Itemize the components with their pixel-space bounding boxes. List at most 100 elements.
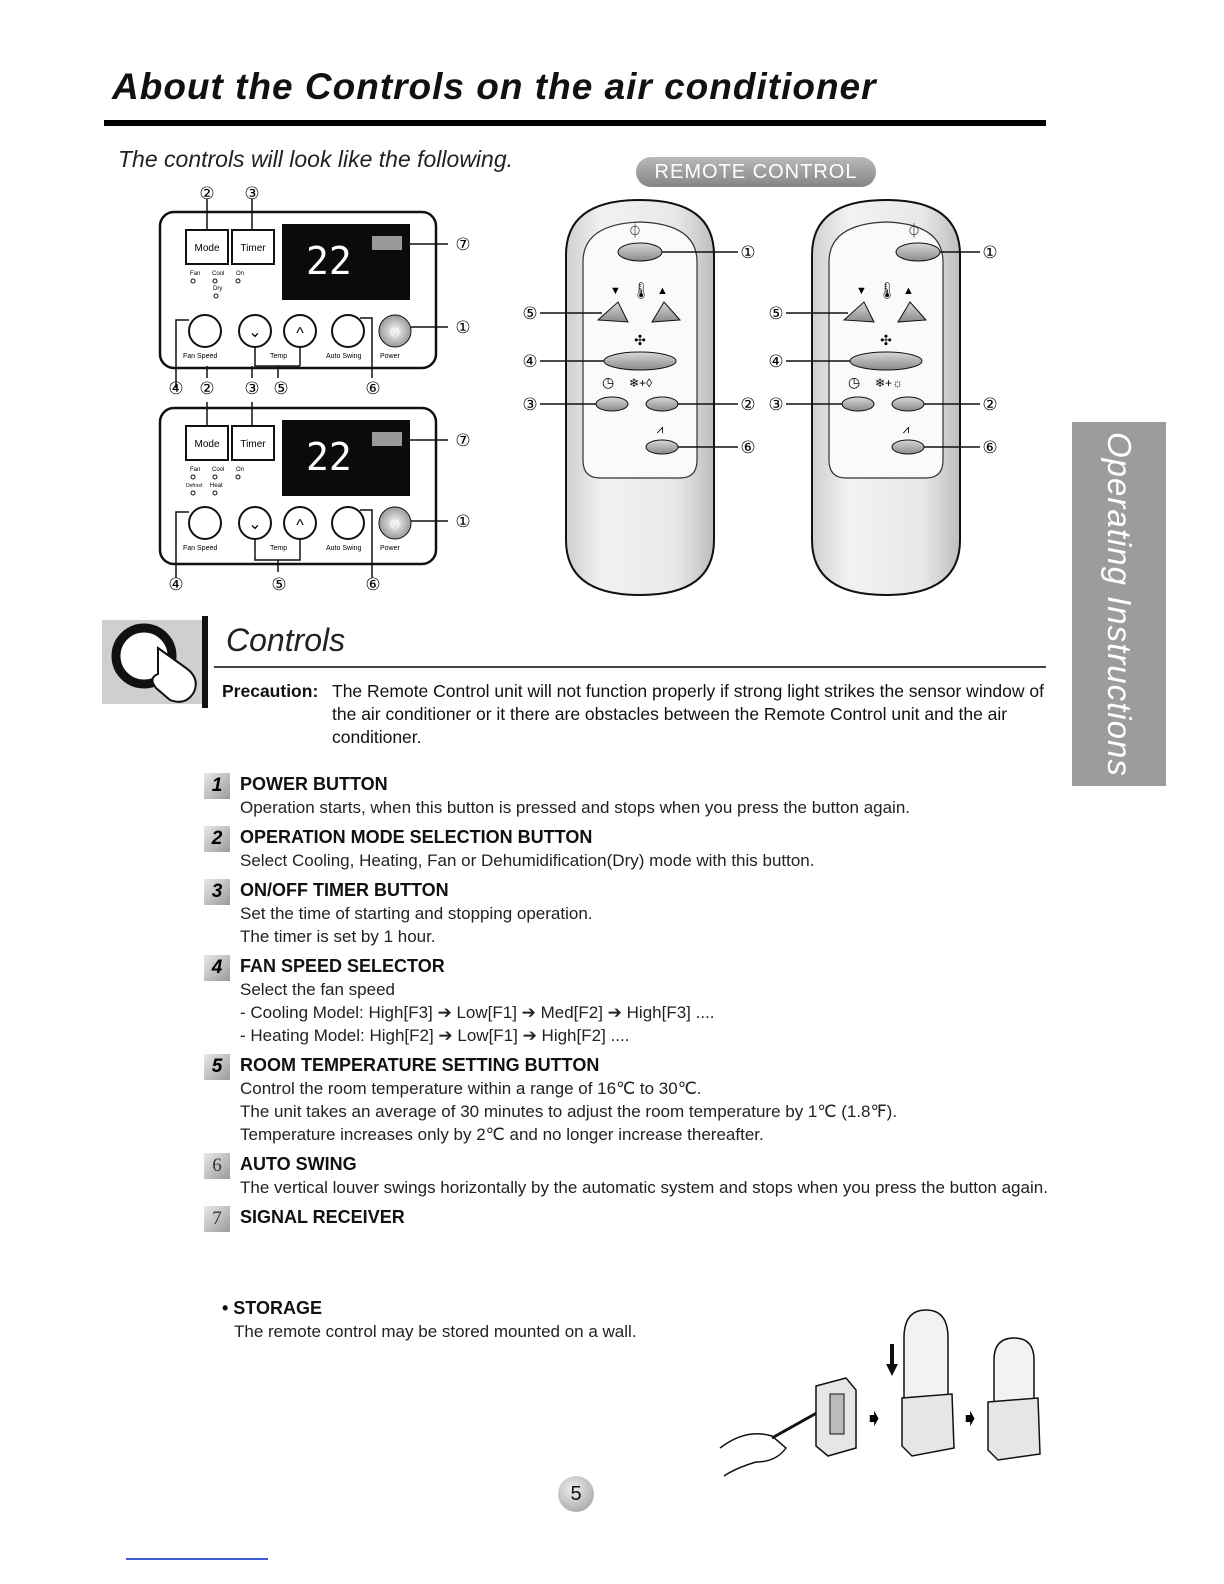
item-number: 6 [204, 1153, 230, 1179]
callout-7b: ⑦ [455, 431, 470, 450]
remote2-fan-button[interactable] [849, 351, 923, 371]
item-text: - Heating Model: High[F2] ➔ Low[F1] ➔ Hi… [240, 1026, 630, 1045]
label-fan-speed-2: Fan Speed [183, 545, 217, 552]
remote2-callout-1: ① [982, 243, 997, 262]
wall-mount-illustration: ➧ ➧ [719, 1309, 1041, 1477]
footer-line [126, 1558, 268, 1560]
svg-text:◷: ◷ [848, 374, 860, 390]
item-signal-receiver: 7 SIGNAL RECEIVER [204, 1205, 1054, 1232]
timer-label-2: Timer [240, 439, 266, 450]
remote1-callout-5: ⑤ [522, 304, 537, 323]
callout-6: ⑥ [365, 379, 380, 398]
remote-timer-button[interactable] [595, 396, 629, 412]
remote1-callout-4: ④ [522, 352, 537, 371]
fan-speed-button[interactable] [188, 314, 222, 348]
remote2-callout-2: ② [982, 395, 997, 414]
controls-heading: Controls [226, 622, 346, 658]
precaution-label: Precaution: [222, 681, 319, 701]
remote2-timer-button[interactable] [841, 396, 875, 412]
panel-cooling: Mode Timer Fan Cool On Dry 22 ⌄ ^ ⏻ Fan … [158, 184, 471, 398]
indicator-fan-2: Fan [190, 467, 200, 473]
controls-hand-icon [102, 616, 208, 708]
storage-text: The remote control may be stored mounted… [234, 1322, 637, 1341]
item-number: 7 [204, 1206, 230, 1232]
item-number: 1 [204, 773, 230, 799]
auto-swing-button[interactable] [331, 314, 365, 348]
remote-temp-up[interactable] [651, 301, 682, 323]
label-temp-2: Temp [270, 545, 287, 552]
callout-2b: ② [199, 379, 214, 398]
indicator-cool: Cool [212, 271, 224, 277]
auto-swing-button-2[interactable] [331, 506, 365, 540]
power-button-2[interactable] [378, 506, 412, 540]
timer-button-2[interactable] [231, 425, 275, 461]
label-power: Power [380, 353, 401, 360]
remote-mode-button[interactable] [645, 396, 679, 412]
item-text: Set the time of starting and stopping op… [240, 904, 593, 923]
title-rule [104, 120, 1046, 126]
remote1-callout-2: ② [740, 395, 755, 414]
svg-text:⏻: ⏻ [390, 325, 400, 339]
remote-swing-button[interactable] [645, 439, 679, 455]
svg-text:▲: ▲ [657, 285, 668, 297]
svg-text:🌡: 🌡 [877, 282, 897, 300]
svg-text:⏀: ⏀ [628, 223, 642, 239]
label-power-2: Power [380, 545, 401, 552]
controls-diagram: Mode Timer Fan Cool On Dry 22 ⌄ ^ ⏻ Fan … [158, 184, 998, 597]
item-number: 3 [204, 879, 230, 905]
remote1-callout-3: ③ [522, 395, 537, 414]
remote2-swing-button[interactable] [891, 439, 925, 455]
mode-button[interactable] [185, 229, 229, 265]
operating-instructions-tab: Operating Instructions [1072, 422, 1166, 786]
item-number: 5 [204, 1054, 230, 1080]
callout-3: ③ [244, 184, 259, 203]
svg-text:⏻: ⏻ [390, 517, 400, 531]
svg-text:◷: ◷ [602, 374, 614, 390]
label-auto-swing-2: Auto Swing [326, 545, 362, 552]
mode-button-2[interactable] [185, 425, 229, 461]
power-button[interactable] [378, 314, 412, 348]
remote2-callout-6: ⑥ [982, 438, 997, 457]
callout-7: ⑦ [455, 235, 470, 254]
controls-rule [214, 666, 1046, 668]
item-room-temperature: 5 ROOM TEMPERATURE SETTING BUTTON Contro… [204, 1053, 1054, 1146]
page-number: 5 [558, 1476, 594, 1512]
callout-5: ⑤ [273, 379, 288, 398]
callout-3b: ③ [244, 379, 259, 398]
indicator-on: On [236, 271, 244, 277]
remote2-callout-5: ⑤ [768, 304, 783, 323]
svg-text:⌄: ⌄ [248, 516, 261, 533]
item-text: Operation starts, when this button is pr… [240, 798, 911, 817]
item-title: SIGNAL RECEIVER [240, 1207, 405, 1227]
callout-4b: ④ [168, 575, 183, 594]
svg-text:⏀: ⏀ [907, 223, 921, 239]
remote-power-button[interactable] [617, 242, 663, 262]
item-title: ON/OFF TIMER BUTTON [240, 880, 449, 900]
fan-speed-button-2[interactable] [188, 506, 222, 540]
page-title: About the Controls on the air conditione… [112, 66, 877, 107]
remote-control-badge: REMOTE CONTROL [636, 157, 876, 187]
svg-text:❄+☼: ❄+☼ [875, 376, 903, 390]
callout-2: ② [199, 184, 214, 203]
label-temp: Temp [270, 353, 287, 360]
label-fan-speed: Fan Speed [183, 353, 217, 360]
timer-label: Timer [240, 243, 266, 254]
remote-fan-button[interactable] [603, 351, 677, 371]
svg-text:⌄: ⌄ [248, 324, 261, 341]
callout-5b: ⑤ [271, 575, 286, 594]
mode-label: Mode [194, 243, 219, 254]
remote2-mode-button[interactable] [891, 396, 925, 412]
remote2-power-button[interactable] [895, 242, 941, 262]
item-title: OPERATION MODE SELECTION BUTTON [240, 827, 593, 847]
remote2-temp-up[interactable] [897, 301, 928, 323]
item-power-button: 1 POWER BUTTON Operation starts, when th… [204, 772, 1054, 819]
display-value-2: 22 [306, 435, 352, 479]
svg-text:^: ^ [296, 325, 304, 342]
callout-4: ④ [168, 379, 183, 398]
remote2-temp-down[interactable] [842, 301, 875, 323]
timer-button[interactable] [231, 229, 275, 265]
remote-temp-down[interactable] [596, 301, 629, 323]
storage-section: • STORAGE The remote control may be stor… [222, 1296, 637, 1343]
item-text: Select Cooling, Heating, Fan or Dehumidi… [240, 851, 815, 870]
item-text: The vertical louver swings horizontally … [240, 1178, 1048, 1197]
